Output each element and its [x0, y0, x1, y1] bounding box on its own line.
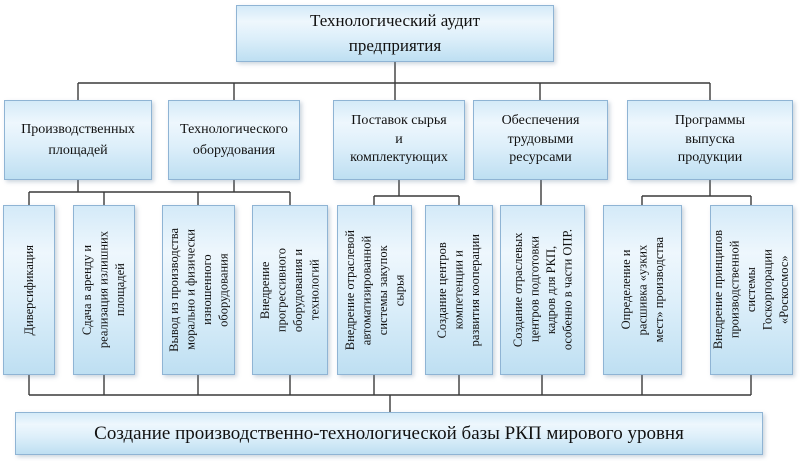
node-branch-labor-resources: Обеспечения трудовыми ресурсами	[473, 100, 608, 180]
node-branch-label: Обеспечения трудовыми ресурсами	[501, 112, 580, 166]
node-branch-label: Производственных площадей	[21, 122, 135, 158]
node-leaf-label: Сдача в аренду и реализация излишних пло…	[80, 231, 128, 349]
node-branch-production-program: Программы выпуска продукции	[627, 100, 793, 180]
node-audit-root-label: Технологический аудит предприятия	[309, 10, 481, 55]
node-leaf-retire-obsolete-equipment: Вывод из производства морально и физичес…	[162, 205, 235, 375]
node-leaf-label: Внедрение принципов производственной сис…	[711, 230, 792, 350]
node-leaf-label: Диверсификация	[21, 244, 36, 336]
node-goal: Создание производственно-технологической…	[15, 412, 763, 455]
node-leaf-diversification: Диверсификация	[3, 205, 55, 375]
node-leaf-label: Вывод из производства морально и физичес…	[166, 228, 231, 352]
node-leaf-competence-centers: Создание центров компетенции и развития …	[425, 205, 493, 375]
node-branch-production-areas: Производственных площадей	[4, 100, 152, 180]
node-leaf-label: Создание центров компетенции и развития …	[435, 233, 483, 347]
node-branch-label: Поставок сырья и комплектующих	[350, 112, 448, 166]
node-leaf-label: Внедрение отраслевой автоматизированной …	[342, 229, 407, 351]
node-branch-raw-materials: Поставок сырья и комплектующих	[333, 100, 465, 180]
node-leaf-lease-sale-areas: Сдача в аренду и реализация излишних пло…	[73, 205, 135, 375]
node-branch-label: Программы выпуска продукции	[674, 112, 746, 166]
node-leaf-label: Внедрение прогрессивного оборудования и …	[258, 247, 322, 333]
node-branch-equipment: Технологического оборудования	[168, 100, 300, 180]
node-leaf-roscosmos-production-system: Внедрение принципов производственной сис…	[710, 205, 793, 375]
node-audit-root: Технологический аудит предприятия	[236, 5, 554, 62]
node-leaf-label: Создание отраслевых центров подготовки к…	[510, 229, 575, 351]
node-leaf-bottlenecks: Определение и расшивка «узких мест» прои…	[603, 205, 682, 375]
node-leaf-training-centers: Создание отраслевых центров подготовки к…	[500, 205, 585, 375]
node-leaf-progressive-equipment: Внедрение прогрессивного оборудования и …	[252, 205, 328, 375]
node-leaf-automated-procurement-system: Внедрение отраслевой автоматизированной …	[337, 205, 412, 375]
node-leaf-label: Определение и расшивка «узких мест» прои…	[618, 237, 666, 343]
node-goal-label: Создание производственно-технологической…	[94, 422, 684, 444]
node-branch-label: Технологического оборудования	[180, 122, 288, 158]
